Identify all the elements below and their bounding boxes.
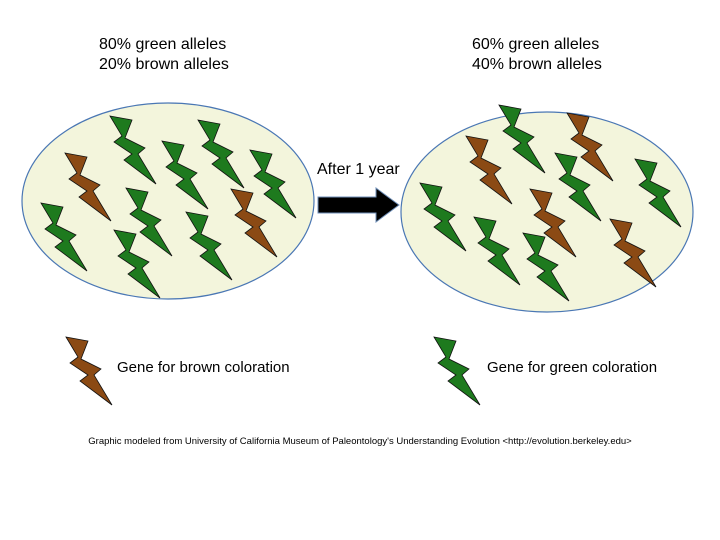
right-green-percentage: 60% green alleles xyxy=(472,36,600,53)
left-population xyxy=(21,102,315,300)
transition-arrow xyxy=(317,187,400,223)
source-credit: Graphic modeled from University of Calif… xyxy=(88,436,632,447)
left-green-percentage: 80% green alleles xyxy=(99,36,227,53)
legend-green-label: Gene for green coloration xyxy=(487,359,658,376)
right-brown-percentage: 40% brown alleles xyxy=(472,56,602,73)
left-brown-percentage: 20% brown alleles xyxy=(99,56,229,73)
right-population xyxy=(400,104,694,313)
legend-brown-label: Gene for brown coloration xyxy=(117,359,290,376)
brown-gene-icon xyxy=(65,336,113,406)
left-population-ellipse xyxy=(21,102,315,300)
transition-label: After 1 year xyxy=(317,161,400,178)
green-gene-icon xyxy=(433,336,481,406)
right-arrow-icon xyxy=(317,187,400,223)
